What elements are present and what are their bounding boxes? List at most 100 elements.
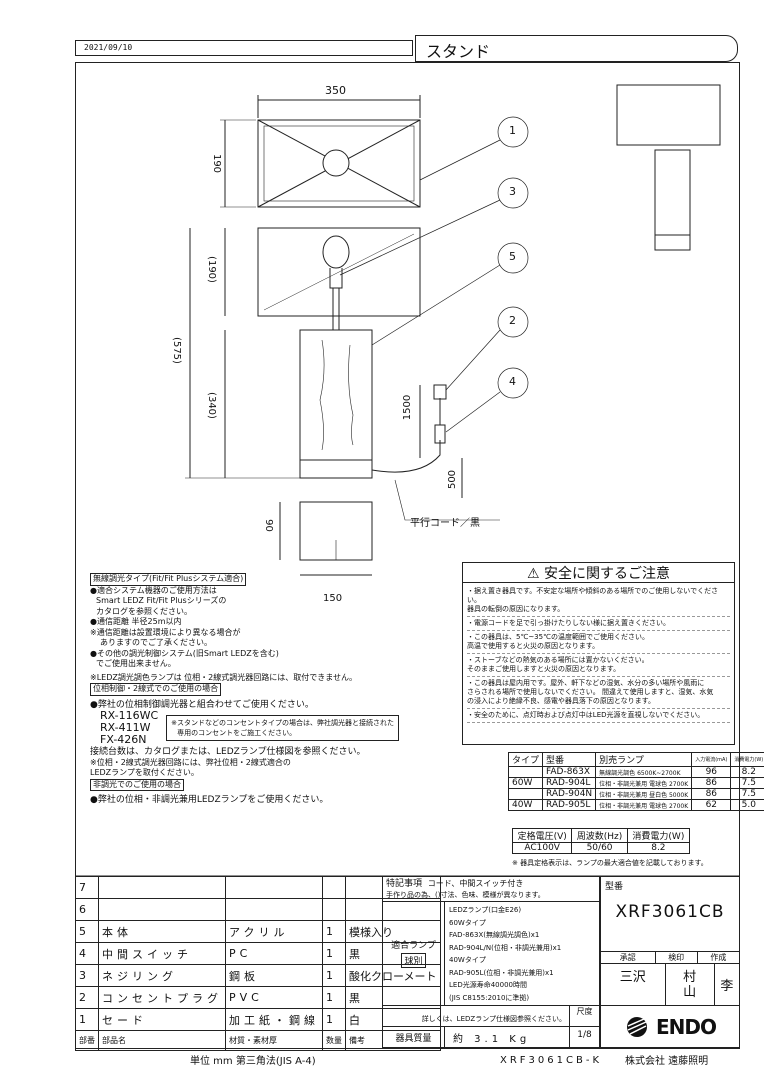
part-name-cell <box>98 876 226 899</box>
front-view <box>185 227 463 498</box>
safety-item: ・ストーブなどの熱気のある場所には置かないください。 そのままご使用しますと火災… <box>467 654 730 677</box>
note-line: ●通信距離 半径25m以内 <box>90 617 182 626</box>
model-cell: RAD-904L <box>542 777 597 789</box>
part-no-cell: 7 <box>75 876 99 899</box>
dim-shade: (190) <box>205 256 217 283</box>
th: 周波数(Hz) <box>571 828 628 843</box>
lamp-line: LED光源寿命40000時間 <box>449 981 527 989</box>
lamp-line: (JIS C8155:2010に準拠) <box>449 993 530 1002</box>
part-no-cell: 6 <box>75 898 99 921</box>
rating-voltage: AC100V <box>511 842 573 854</box>
th: 消費電力(W) <box>730 752 764 767</box>
lamp-cell: 位相・非調光兼用 電球色 2700K <box>595 799 693 811</box>
part-name-cell: ネジリング <box>98 964 226 987</box>
part-no-cell: 4 <box>75 942 99 965</box>
note-line: LEDZランプを取付ください。 <box>90 768 199 777</box>
plug <box>433 384 447 400</box>
nondim-line: ●弊社の位相・非調光兼用LEDZランプをご使用ください。 <box>90 795 329 805</box>
top-view <box>220 95 421 208</box>
lamp-label: 適合ランプ <box>391 941 436 951</box>
model-label: 型番 <box>605 882 624 892</box>
dim-body: (340) <box>205 392 217 419</box>
date-field: 2021/09/10 <box>75 40 413 56</box>
remarks-cell: 酸化クローメート <box>345 964 441 987</box>
material-cell: PVC <box>225 986 323 1009</box>
special-note: 手作り品の為、()寸法、色味、模様が異なります。 <box>386 891 545 899</box>
safety-list: ・据え置き器具です。不安定な場所や傾斜のある場所でのご使用しないでください。 器… <box>463 583 734 725</box>
author-name: 李 <box>720 979 734 994</box>
shade-top-outline <box>257 119 421 208</box>
brand-logo: ENDO <box>601 1006 739 1047</box>
quantity-cell <box>322 876 346 899</box>
lamp-cell: 無線調光調色 6500K~2700K <box>595 766 693 778</box>
lamp-cell: 位相・非調光兼用 電球色 2700K <box>595 777 693 789</box>
material-cell <box>225 876 323 899</box>
safety-item: ・電源コードを足で引っ掛けたりしない様に据え置きください。 <box>467 617 730 631</box>
quantity-cell: 数量 <box>322 1030 346 1051</box>
title-block: 型番 XRF3061CB 承認 検印 作成 三沢 村山 李 ENDO <box>600 876 740 1048</box>
bottom-view <box>279 479 500 576</box>
rating-note: ※ 器具定格表示は、ランプの最大適合値を記載しております。 <box>512 859 708 867</box>
quantity-cell: 1 <box>322 986 346 1009</box>
weight-value: 約 3.1 Kg <box>453 1034 531 1045</box>
part-no-cell: 2 <box>75 986 99 1009</box>
wireless-title: 無線調光タイプ(Fit/Fit Plusシステム適合) <box>90 573 247 586</box>
part-name-cell: コンセントプラグ <box>98 986 226 1009</box>
type-cell <box>507 788 544 800</box>
dim-total: (575) <box>170 337 182 364</box>
lamp-line: 60Wタイプ <box>449 918 486 927</box>
dim-depth: 190 <box>211 153 223 174</box>
type-cell: 60W <box>507 777 544 789</box>
parts-row: 7 <box>75 876 441 899</box>
note-line: Smart LEDZ Fit/Fit Plusシリーズの <box>96 596 227 605</box>
callout-5: 5 <box>509 250 516 263</box>
note-line: ありますのでご了承ください。 <box>100 638 212 647</box>
weight-label: 器具質量 <box>383 1027 445 1047</box>
part-name-cell: 本体 <box>98 920 226 943</box>
dimmer-list: RX-116WC RX-411W FX-426N <box>90 710 158 746</box>
note-line: ●適合システム機器のご使用方法は <box>90 585 217 595</box>
current-cell: 62 <box>691 799 732 811</box>
approver-name: 三沢 <box>601 964 666 1005</box>
connect-note: 接続台数は、カタログまたは、LEDZランプ仕様図を参照ください。 <box>90 747 366 757</box>
part-no-cell: 3 <box>75 964 99 987</box>
safety-item: ・この器具は屋内用です。屋外、軒下などの湿気、水分の多い場所や風雨に さらされる… <box>467 677 730 709</box>
lamp-cell: 位相・非調光兼用 昼白色 5000K <box>595 788 693 800</box>
parts-header: 部番部品名材質・素材厚数量備考 <box>75 1030 441 1051</box>
material-cell: PC <box>225 942 323 965</box>
model-cell: RAD-904N <box>542 788 597 800</box>
safety-item: ・据え置き器具です。不安定な場所や傾斜のある場所でのご使用しないでください。 器… <box>467 585 730 617</box>
dim-switch: 500 <box>447 469 459 490</box>
lamp-line: RAD-905L(位相・非調光兼用)x1 <box>449 968 554 977</box>
lamp-line: LEDZランプ(口金E26) <box>449 906 522 914</box>
outlet-note: ※スタンドなどのコンセントタイプの場合は、弊社調光器と接続された 専用のコンセン… <box>166 715 400 741</box>
type-cell: 40W <box>507 799 544 811</box>
model-number: XRF3061CB <box>615 902 725 922</box>
approval-header: 作成 <box>710 953 727 962</box>
body <box>299 329 373 479</box>
company-name: 株式会社 遠藤照明 <box>625 1056 709 1067</box>
th: 入力電流(mA) <box>691 752 732 767</box>
dimmer-row: RX-116WC RX-411W FX-426N ※スタンドなどのコンセントタイ… <box>90 710 400 746</box>
quantity-cell: 1 <box>322 942 346 965</box>
model-cell: FAD-863X <box>542 766 597 778</box>
scale-value: 1/8 <box>569 1027 599 1047</box>
lamp-line: RAD-904L/N(位相・非調光兼用)x1 <box>449 943 562 952</box>
th: 型番 <box>542 752 597 767</box>
dimmer: RX-116WC <box>100 709 159 722</box>
power-cell: 8.2 <box>730 766 764 778</box>
part-name-cell: 部品名 <box>98 1030 226 1051</box>
approval-header: 検印 <box>656 952 698 963</box>
dim-cord: 1500 <box>402 394 414 421</box>
nondim-title: 非調光でのご使用の場合 <box>90 778 184 791</box>
material-cell: 材質・素材厚 <box>225 1030 323 1051</box>
detail-note: 詳しくは、LEDZランプ仕様図参照ください。 <box>421 1015 566 1023</box>
quantity-cell: 1 <box>322 920 346 943</box>
